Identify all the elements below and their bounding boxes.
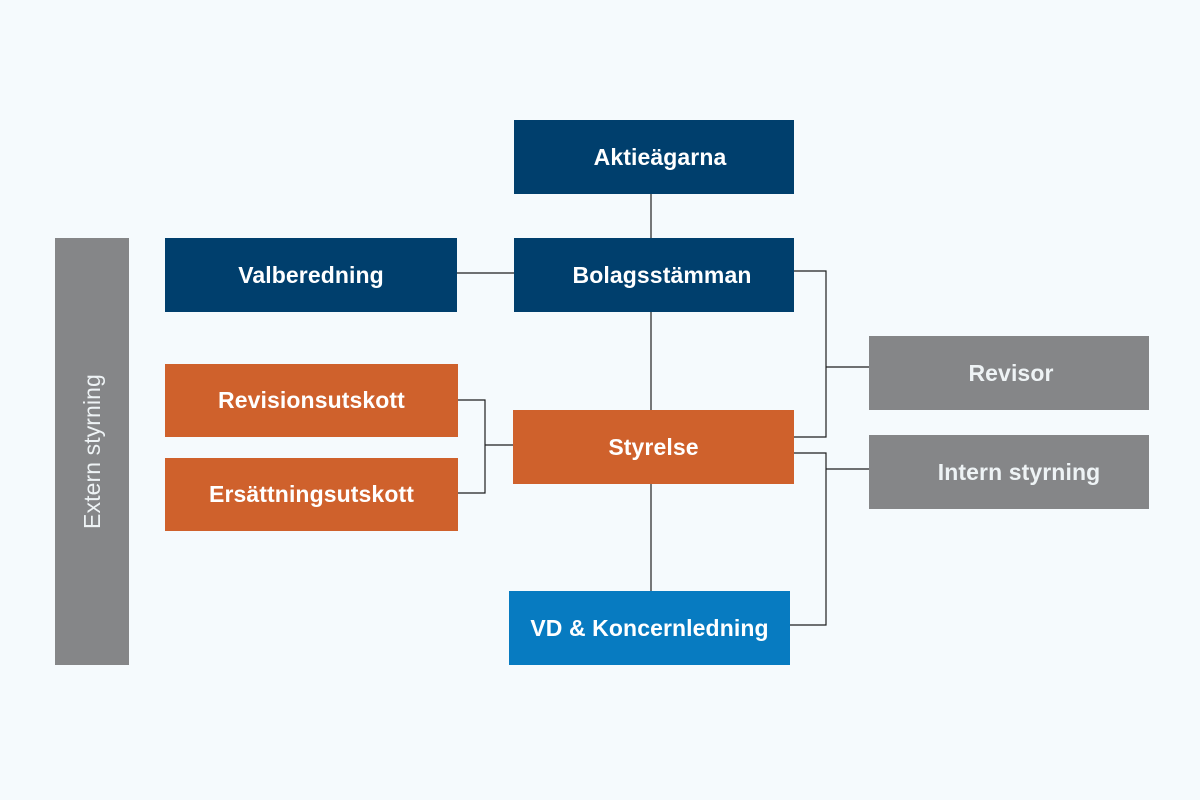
connector-styrelse-vd-bracket: [790, 452, 827, 626]
node-ersattningsutskott: Ersättningsutskott: [165, 458, 458, 531]
node-ersattningsutskott-label: Ersättningsutskott: [209, 481, 414, 507]
node-aktieagarna: Aktieägarna: [514, 120, 794, 194]
node-extern-styrning-label: Extern styrning: [78, 374, 105, 529]
node-bolagsstamman-label: Bolagsstämman: [572, 261, 752, 288]
node-styrelse-label: Styrelse: [608, 433, 699, 460]
node-vd-koncernledning: VD & Koncernledning: [509, 591, 790, 665]
node-vd-koncernledning-label: VD & Koncernledning: [530, 614, 769, 641]
node-valberedning-label: Valberedning: [238, 261, 384, 288]
node-revisor-label: Revisor: [968, 359, 1054, 386]
node-bolagsstamman: Bolagsstämman: [514, 238, 794, 312]
node-intern-styrning: Intern styrning: [869, 435, 1149, 509]
node-revisionsutskott: Revisionsutskott: [165, 364, 458, 437]
node-styrelse: Styrelse: [513, 410, 794, 484]
connector-bolagsstamman-styrelse-bracket: [794, 270, 827, 438]
node-intern-styrning-label: Intern styrning: [937, 458, 1101, 485]
node-revisor: Revisor: [869, 336, 1149, 410]
node-valberedning: Valberedning: [165, 238, 457, 312]
node-revisionsutskott-label: Revisionsutskott: [218, 387, 405, 413]
node-aktieagarna-label: Aktieägarna: [593, 143, 727, 170]
node-extern-styrning: Extern styrning: [55, 238, 129, 665]
connector-committees-styrelse: [458, 399, 486, 494]
